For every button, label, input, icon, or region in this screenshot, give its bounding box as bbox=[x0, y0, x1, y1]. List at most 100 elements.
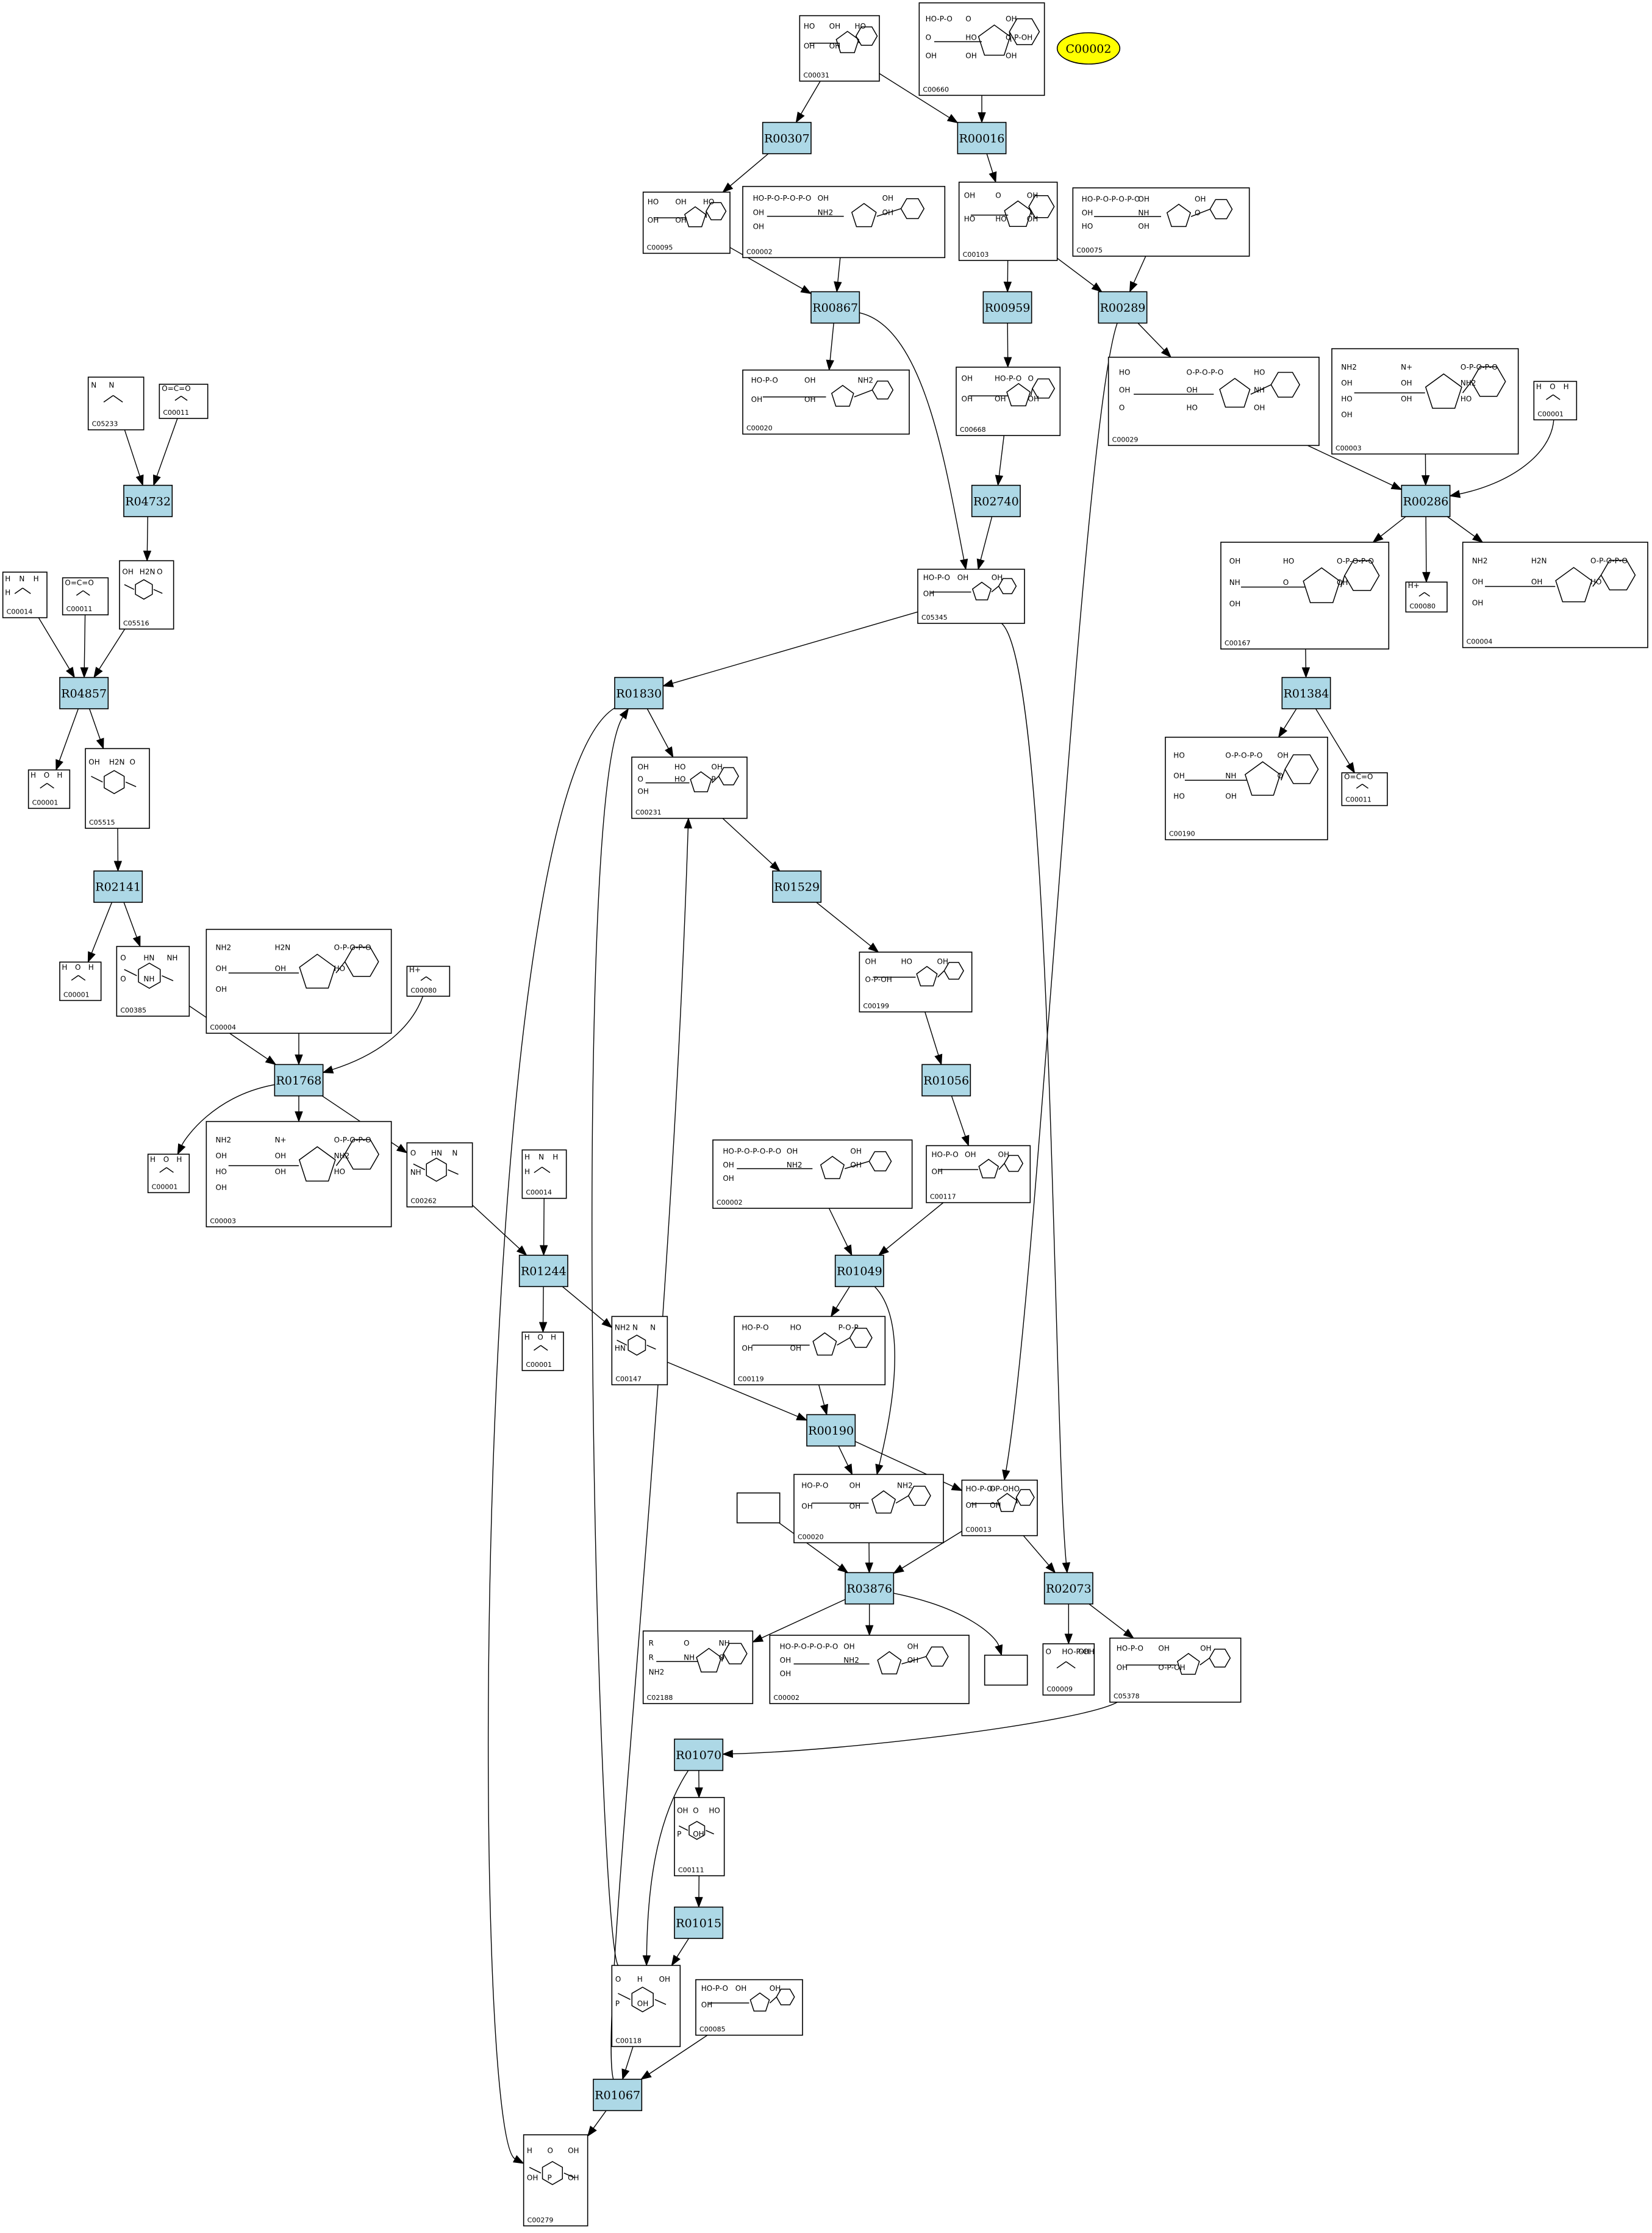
reaction-box[interactable] bbox=[772, 870, 822, 903]
reaction-box[interactable] bbox=[123, 484, 173, 517]
reaction-R00190[interactable]: R00190 bbox=[806, 1414, 856, 1447]
compound-empty[interactable] bbox=[736, 1492, 781, 1524]
highlight-ellipse[interactable] bbox=[1056, 32, 1121, 65]
reaction-box[interactable] bbox=[982, 291, 1032, 324]
reaction-R02141[interactable]: R02141 bbox=[93, 870, 143, 903]
reaction-R01830[interactable]: R01830 bbox=[614, 676, 664, 709]
reaction-R01070[interactable]: R01070 bbox=[674, 1738, 724, 1771]
reaction-R04732[interactable]: R04732 bbox=[123, 484, 173, 517]
reaction-box[interactable] bbox=[971, 484, 1021, 517]
reaction-box[interactable] bbox=[810, 291, 860, 324]
reaction-R01529[interactable]: R01529 bbox=[772, 870, 822, 903]
reaction-box[interactable] bbox=[518, 1255, 568, 1288]
reaction-R00867[interactable]: R00867 bbox=[810, 291, 860, 324]
reaction-R00307[interactable]: R00307 bbox=[762, 121, 812, 154]
reaction-R00959[interactable]: R00959 bbox=[982, 291, 1032, 324]
reaction-R00289[interactable]: R00289 bbox=[1098, 291, 1148, 324]
reaction-box[interactable] bbox=[593, 2079, 643, 2112]
compound-C00080[interactable]: H+C00080 bbox=[406, 966, 451, 997]
reaction-R02740[interactable]: R02740 bbox=[971, 484, 1021, 517]
compound-C00080[interactable]: H+C00080 bbox=[1405, 581, 1448, 613]
reaction-box[interactable] bbox=[1043, 1572, 1093, 1605]
highlight-C00002[interactable]: C00002 bbox=[1056, 32, 1121, 65]
reaction-R01244[interactable]: R01244 bbox=[518, 1255, 568, 1288]
reaction-box[interactable] bbox=[59, 676, 109, 709]
reaction-box[interactable] bbox=[806, 1414, 856, 1447]
arrowhead bbox=[875, 1463, 884, 1475]
reaction-R00286[interactable]: R00286 bbox=[1401, 484, 1451, 517]
reaction-box[interactable] bbox=[921, 1064, 971, 1097]
reaction-R01049[interactable]: R01049 bbox=[834, 1255, 884, 1288]
reaction-box[interactable] bbox=[93, 870, 143, 903]
reaction-box[interactable] bbox=[845, 1572, 895, 1605]
reaction-box[interactable] bbox=[1281, 676, 1331, 709]
reaction-R03876[interactable]: R03876 bbox=[845, 1572, 895, 1605]
reaction-box[interactable] bbox=[1098, 291, 1148, 324]
reaction-R01067[interactable]: R01067 bbox=[593, 2079, 643, 2112]
reaction-R01768[interactable]: R01768 bbox=[274, 1064, 324, 1097]
reaction-box[interactable] bbox=[834, 1255, 884, 1288]
reaction-R01015[interactable]: R01015 bbox=[674, 1906, 724, 1939]
reaction-R02073[interactable]: R02073 bbox=[1043, 1572, 1093, 1605]
reaction-box[interactable] bbox=[1401, 484, 1451, 517]
reaction-box[interactable] bbox=[957, 121, 1007, 154]
reaction-box[interactable] bbox=[274, 1064, 324, 1097]
reaction-box[interactable] bbox=[674, 1906, 724, 1939]
reaction-R01384[interactable]: R01384 bbox=[1281, 676, 1331, 709]
reaction-R04857[interactable]: R04857 bbox=[59, 676, 109, 709]
reaction-box[interactable] bbox=[762, 121, 812, 154]
reaction-box[interactable] bbox=[674, 1738, 724, 1771]
reaction-R01056[interactable]: R01056 bbox=[921, 1064, 971, 1097]
reaction-R00016[interactable]: R00016 bbox=[957, 121, 1007, 154]
compound-empty[interactable] bbox=[984, 1654, 1028, 1686]
reaction-box[interactable] bbox=[614, 676, 664, 709]
